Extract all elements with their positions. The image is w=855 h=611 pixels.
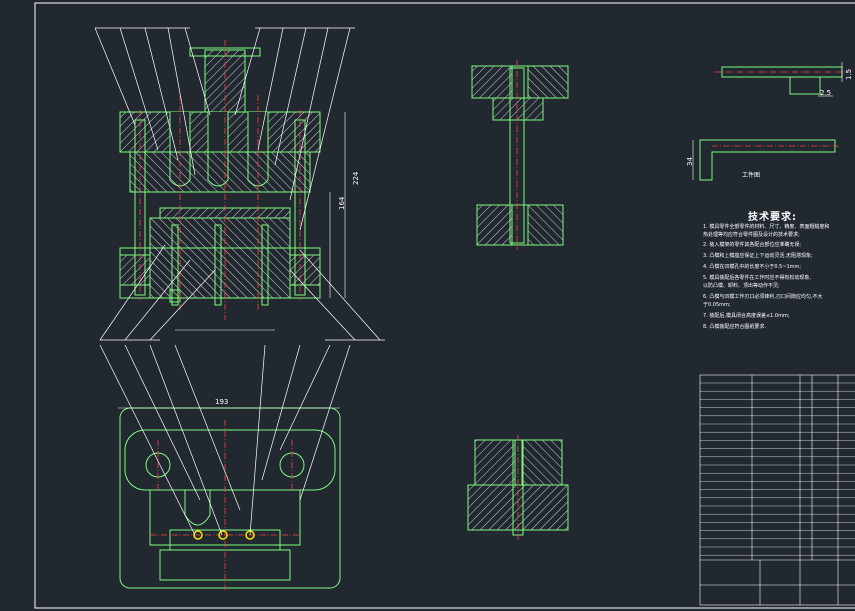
- drawing-frame: [34, 2, 855, 609]
- dim-width-plan: 193: [215, 398, 229, 406]
- technical-note-9: 于0.05mm;: [703, 302, 731, 308]
- technical-requirements-title: 技术要求:: [748, 212, 797, 223]
- technical-note-4: 3. 凸模和上模座应保证上下运动灵活,无阻滞现象;: [703, 253, 813, 259]
- technical-note-8: 6. 凸模与凹模工作刃口必须锋利,刃口间隙应均匀,不大: [703, 294, 823, 300]
- parts-list-rows: [700, 382, 855, 556]
- plan-view-centerlines: [150, 420, 300, 590]
- parts-list-table: [699, 374, 855, 606]
- plan-view-leaders: [99, 344, 351, 536]
- technical-note-3: 2. 装入模架的零件其各配合部位应准确无误;: [703, 242, 802, 248]
- workpiece-dimensions: [692, 62, 843, 180]
- technical-note-6: 5. 模具装配后各零件在工作时应不得有松动现象,: [703, 275, 811, 281]
- technical-note-2: 热处理等均应符合零件图及设计的技术要求;: [703, 232, 800, 238]
- detail-section-top: [471, 65, 569, 246]
- dim-part-len: 2.5: [820, 89, 832, 97]
- front-section-view: [119, 47, 321, 306]
- front-view-dimensions: [175, 112, 346, 331]
- technical-note-5: 4. 凸模在凹模孔中的长度不小于0.5~1mm;: [703, 264, 802, 270]
- technical-note-7: 以防凸模、卸料、顶出等动作不灵;: [703, 283, 780, 289]
- dim-part-height: 34: [686, 157, 694, 166]
- workpiece-caption: 工件图: [742, 172, 761, 179]
- dim-height-total: 224: [352, 171, 360, 185]
- front-view-leaders: [94, 27, 385, 341]
- dim-height-inner: 164: [338, 196, 346, 210]
- dim-part-thick: 1.5: [845, 68, 853, 80]
- front-view-centerlines: [139, 40, 301, 320]
- technical-note-11: 8. 凸模装配应符合图纸要求.: [703, 324, 766, 330]
- technical-note-1: 1. 模具零件全部零件的材料、尺寸、精度、表面粗糙度和: [703, 224, 830, 230]
- workpiece-side-view: [699, 139, 836, 181]
- plan-view: [119, 407, 341, 589]
- technical-note-10: 7. 装配后,模具闭合高度误差≤1.0mm;: [703, 313, 790, 319]
